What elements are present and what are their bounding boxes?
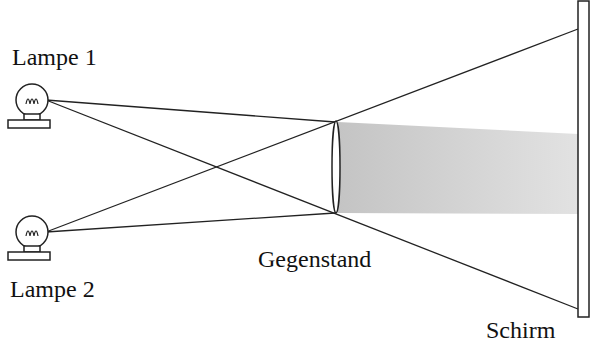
part-label: Schirm <box>486 317 555 343</box>
part-label: Gegenstand <box>258 246 371 272</box>
shadow <box>338 122 578 214</box>
screen <box>578 1 589 317</box>
light-rays <box>46 29 578 309</box>
lamp-2 <box>8 216 50 260</box>
lamp-1 <box>8 84 50 128</box>
part-label: Lampe 2 <box>10 276 95 302</box>
part-label: Lampe 1 <box>12 44 97 70</box>
object <box>332 121 340 213</box>
